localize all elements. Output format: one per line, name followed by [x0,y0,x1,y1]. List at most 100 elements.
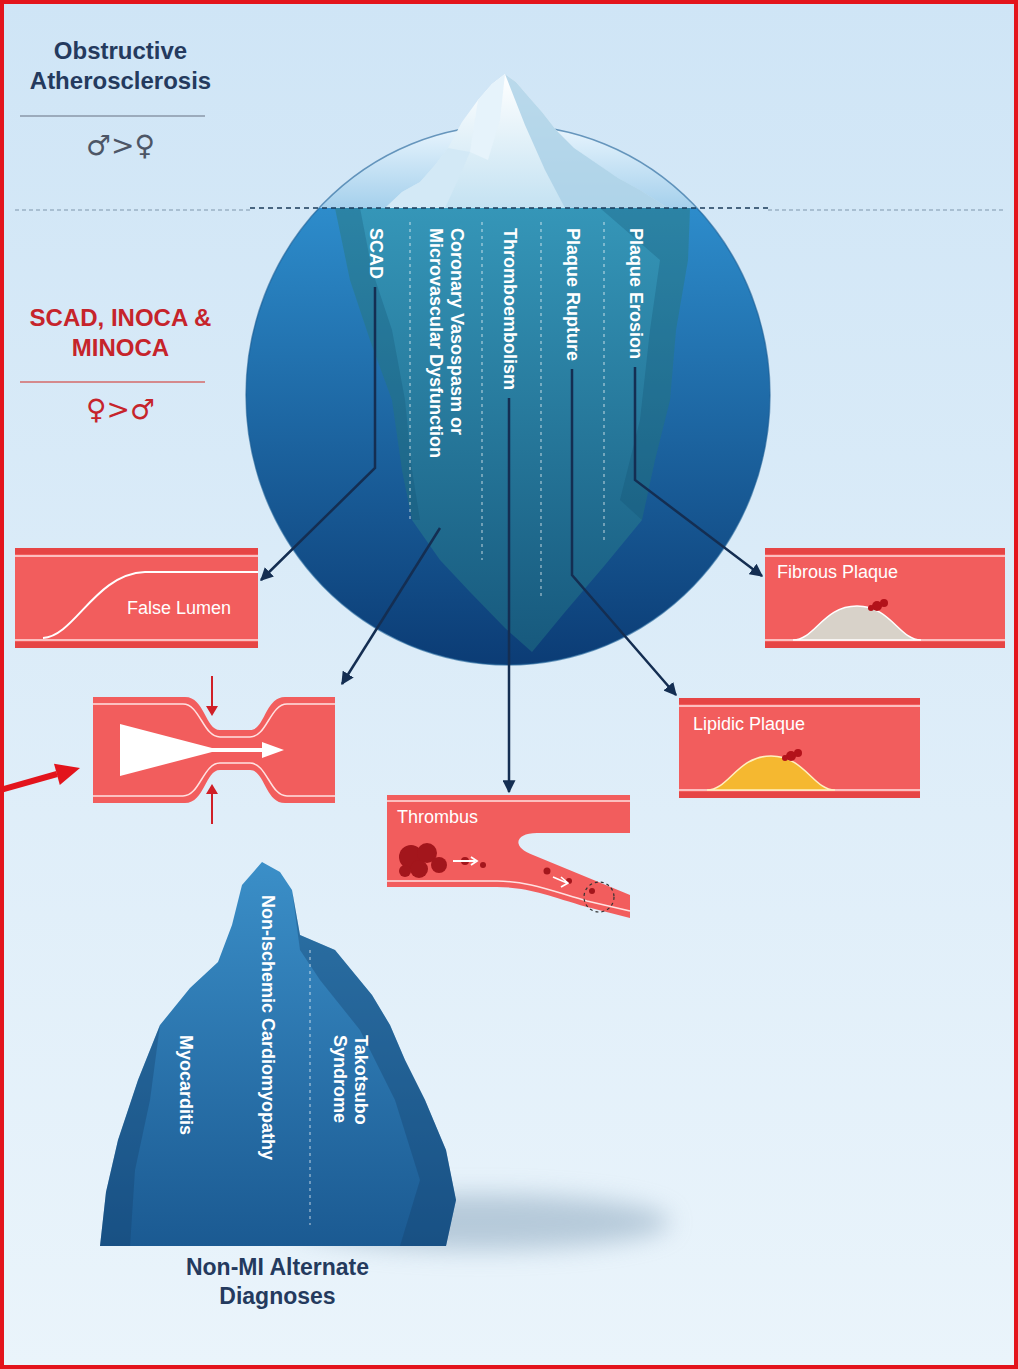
divider [540,222,541,600]
clot [782,755,788,761]
node-label: Lipidic Plaque [693,714,805,736]
vessel-edge [679,792,920,798]
vessel-wall [387,795,630,918]
connector-arrow [635,367,762,576]
constriction-arrow [211,676,213,708]
annotation-label: SCAD, INOCA & MINOCA [8,303,233,363]
vessel-box: Thrombus [387,795,630,918]
constriction-arrow [211,792,213,824]
ice-facet [335,208,420,520]
node-label: Plaque Erosion [625,228,646,359]
vessel-box: Lipidic Plaque [679,698,920,798]
vessel-drawing [679,698,920,798]
iceberg-band: Myocarditis [175,1035,196,1135]
vessel-lining [765,555,1005,557]
flow-arrow [120,724,284,776]
flow-arrow [453,857,477,865]
vessel-edge [765,548,1005,554]
iceberg-band: Plaque Erosion [625,228,646,359]
vessel-edge [15,548,258,554]
iceberg-tip [385,74,668,208]
ice-facet [470,74,505,160]
iceberg-group: Myocarditis Non-Ischemic CardiomyopathyTa… [95,858,460,1338]
iceberg [100,862,456,1246]
node-label: Thrombus [397,807,478,829]
divider [481,222,482,560]
clot [399,865,411,877]
iceberg-band: Thromboembolism [499,228,520,390]
vessel-wall [93,697,335,803]
water-line [15,209,250,210]
embolus [544,868,551,875]
vessel-illustration [387,795,630,918]
dissection-flap [43,572,258,638]
vessel-lining [679,705,920,707]
clot [410,860,428,878]
vessel-lining [15,555,258,557]
flow-arrow [553,877,568,887]
clot [880,599,888,607]
vessel-edge [765,642,1005,648]
column-dividers [410,222,604,600]
node-label: Thromboembolism [499,228,520,390]
vessel-wall [679,698,920,798]
iceberg-band: Non-Ischemic Cardiomyopathy [257,895,278,1160]
node-label: Coronary Vasospasm or Microvascular Dysf… [425,228,466,518]
node-label: Non-Ischemic Cardiomyopathy [257,895,278,1160]
vessel-box: False Lumen [15,548,258,648]
node-label: SCAD [365,228,386,279]
ice-facet [292,890,456,1246]
annotation-label: Obstructive Atherosclerosis [8,36,233,96]
ice-facet [385,148,470,208]
underwater-iceberg [335,208,690,652]
node-label: False Lumen [127,598,231,620]
divider [603,222,604,540]
ice-facet [600,208,690,520]
node-label: Myocarditis [175,1035,196,1135]
vessel-lining [387,800,630,802]
iceberg-band: SCAD [365,228,386,279]
divider [409,222,410,520]
plaque [707,756,835,790]
constriction-arrow [206,784,218,794]
iceberg-band: Takotsubo Syndrome [330,1035,371,1165]
connector-arrow [572,369,676,695]
vessel-illustration [15,548,258,648]
embolus [480,862,486,868]
node-label: Takotsubo Syndrome [329,1035,370,1165]
vessel-wall [765,548,1005,648]
ice-facet [505,74,668,208]
embolus [589,888,595,894]
vessel-illustration [679,698,920,798]
occlusion-marker [584,882,614,912]
water-line [768,209,1003,210]
vessel-illustration [765,548,1005,648]
vessel-box: Fibrous Plaque [765,548,1005,648]
vessel-wall [15,548,258,648]
highlight-arrow [0,774,57,790]
iceberg-illustration [100,862,670,1250]
divider [309,950,310,1225]
node-label: Plaque Rupture [562,228,583,361]
clot [794,749,802,757]
ice-facet [100,1025,160,1246]
vessel-edge [15,642,258,648]
vessel-lining [15,639,258,641]
node-label: Fibrous Plaque [777,562,898,584]
label-underline [20,115,205,117]
pointer-arrow [342,528,440,684]
connector-arrow [261,287,375,580]
annotation-label: ♀>♂ [8,392,233,427]
highlight-arrow-head [54,764,80,785]
clot [431,857,447,873]
constriction-arrow [206,706,218,716]
annotation-label: ♂>♀ [8,128,233,163]
clot [868,605,874,611]
iceberg-band: Coronary Vasospasm or Microvascular Dysf… [426,228,467,518]
vasospasm-vessel [93,676,335,824]
plaque [793,606,921,640]
